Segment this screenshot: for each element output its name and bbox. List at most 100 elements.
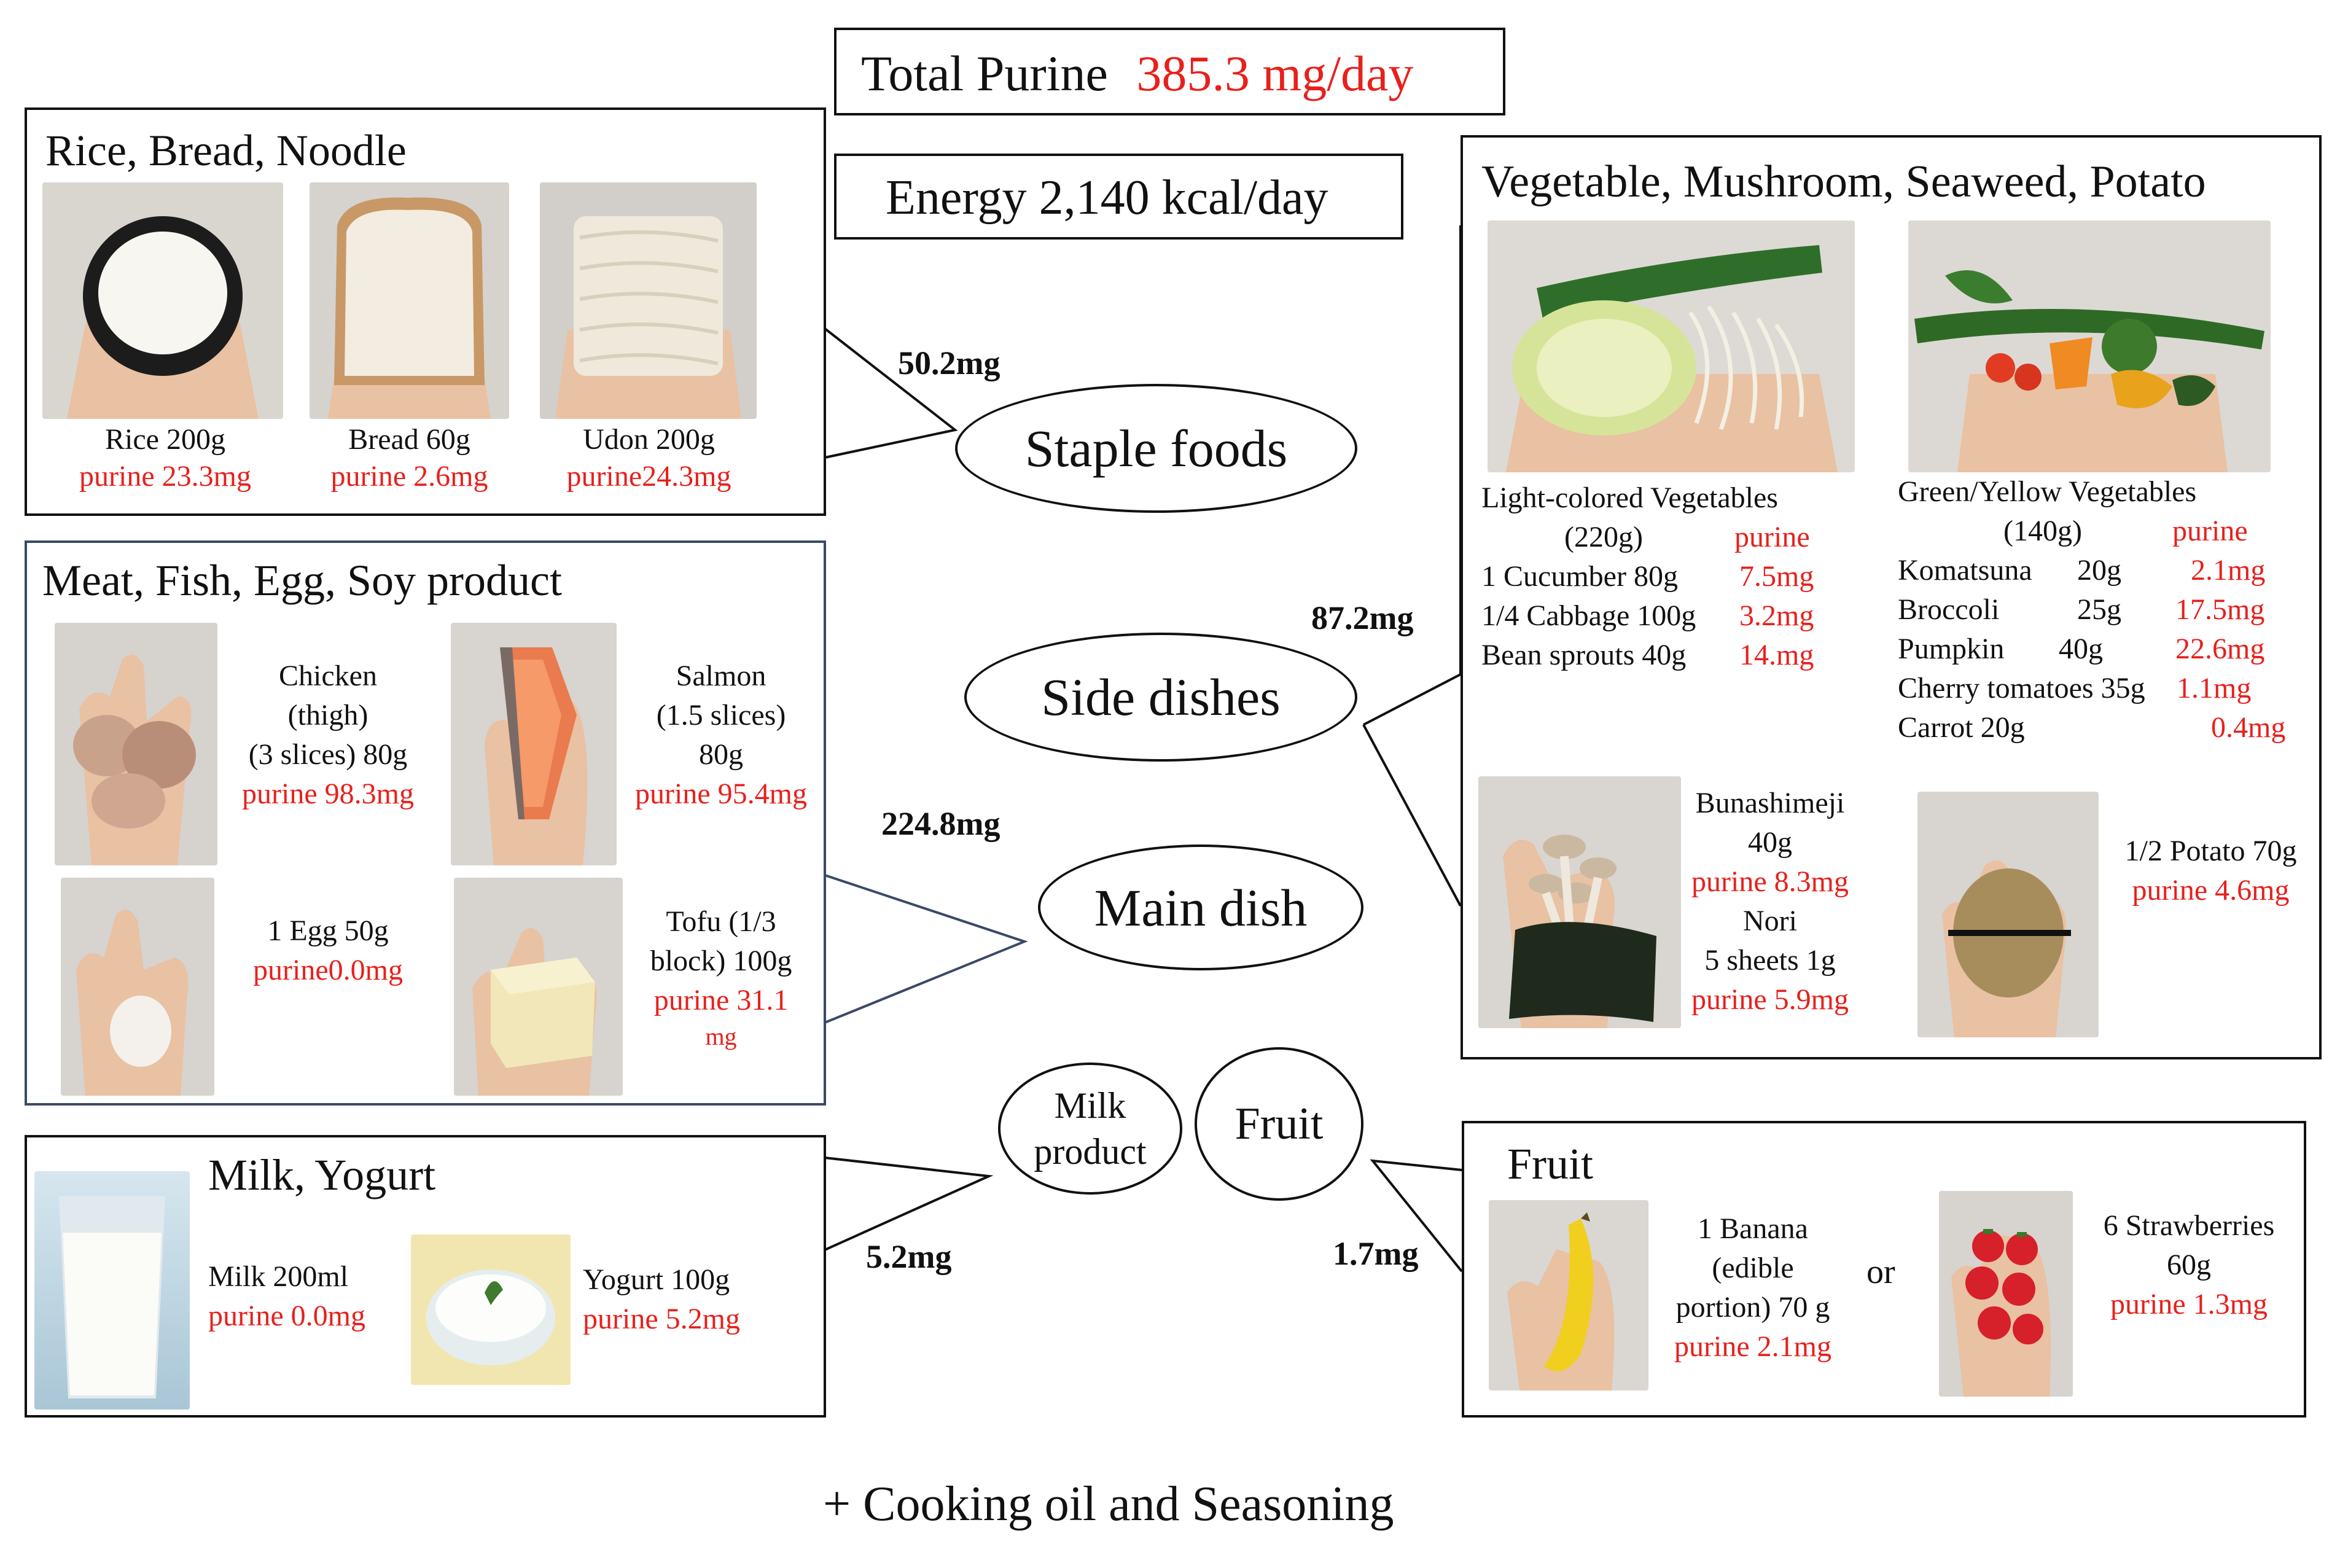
- main-dish-label: Main dish: [1094, 878, 1308, 937]
- pumpkin-purine: 22.6mg: [2175, 633, 2265, 665]
- banana-label-3: portion) 70 g: [1675, 1291, 1830, 1324]
- bread-purine: purine 2.6mg: [330, 460, 488, 493]
- milk-product-label-1: Milk: [1054, 1085, 1126, 1126]
- tofu-label-2: block) 100g: [650, 945, 792, 977]
- fruit-oval: Fruit: [1195, 1047, 1363, 1201]
- staple-box-title: Rice, Bread, Noodle: [45, 126, 407, 175]
- carrot-label: Carrot 20g: [1898, 711, 2025, 744]
- carrot-purine: 0.4mg: [2211, 711, 2286, 744]
- strawberry-photo: [1939, 1191, 2073, 1397]
- salmon-photo: [451, 623, 617, 865]
- energy-value: Energy 2,140 kcal/day: [886, 171, 1328, 225]
- milk-product-oval: Milk product: [998, 1063, 1182, 1195]
- fruit-amount: 1.7mg: [1333, 1235, 1419, 1272]
- yogurt-photo: [411, 1235, 571, 1385]
- broccoli-label: Broccoli: [1898, 593, 2000, 626]
- cooking-oil-footer: + Cooking oil and Seasoning: [823, 1477, 1394, 1531]
- cucumber-label: 1 Cucumber 80g: [1481, 560, 1678, 593]
- green-veg-title: Green/Yellow Vegetables: [1898, 475, 2197, 508]
- green-veg-purine-word: purine: [2172, 515, 2248, 547]
- egg-label: 1 Egg 50g: [267, 915, 389, 947]
- chicken-label-3: (3 slices) 80g: [248, 738, 408, 771]
- pumpkin-label: Pumpkin: [1898, 633, 2005, 665]
- milk-glass-photo: [34, 1171, 190, 1410]
- potato-photo: [1917, 792, 2099, 1037]
- main-dish-box: Meat, Fish, Egg, Soy product Chicke: [25, 540, 826, 1106]
- chicken-label-2: (thigh): [287, 699, 369, 731]
- green-yellow-vegetables-photo: [1908, 220, 2271, 472]
- cucumber-purine: 7.5mg: [1739, 560, 1814, 593]
- strawberry-purine: purine 1.3mg: [2110, 1288, 2268, 1320]
- milk-box: Milk, Yogurt Milk 200ml purine 0.0mg Yog…: [25, 1135, 826, 1418]
- or-label: or: [1866, 1253, 1895, 1291]
- light-veg-purine-word: purine: [1734, 521, 1810, 553]
- chicken-label-1: Chicken: [279, 660, 377, 692]
- fruit-box: Fruit 1 Banana (edible portion) 70 g pur…: [1462, 1121, 2306, 1418]
- total-purine-box: Total Purine 385.3 mg/day: [834, 28, 1505, 115]
- bean-sprouts-label: Bean sprouts 40g: [1481, 639, 1687, 671]
- strawberry-label-1: 6 Strawberries: [2103, 1209, 2275, 1242]
- total-purine-label: Total Purine: [861, 45, 1108, 101]
- banana-purine: purine 2.1mg: [1674, 1330, 1831, 1363]
- pumpkin-weight: 40g: [2059, 633, 2103, 665]
- connector-staple: [824, 327, 958, 459]
- udon-photo: [540, 182, 757, 419]
- vegetable-box-title: Vegetable, Mushroom, Seaweed, Potato: [1481, 157, 2206, 207]
- salmon-label-1: Salmon: [676, 660, 766, 692]
- total-purine-value: 385.3 mg/day: [1136, 45, 1414, 101]
- light-veg-title: Light-colored Vegetables: [1481, 482, 1778, 514]
- staple-foods-box: Rice, Bread, Noodle Rice 200g purine 23.…: [25, 107, 826, 516]
- main-dish-oval: Main dish: [1038, 844, 1363, 970]
- bunashimeji-label-1: Bunashimeji: [1695, 787, 1845, 819]
- banana-label-1: 1 Banana: [1698, 1212, 1808, 1245]
- staple-foods-label: Staple foods: [1024, 419, 1288, 478]
- milk-product-label-2: product: [1034, 1131, 1147, 1172]
- milk-label: Milk 200ml: [208, 1260, 349, 1293]
- milk-purine: purine 0.0mg: [208, 1300, 365, 1332]
- bread-photo: [310, 182, 509, 419]
- bunashimeji-purine: purine 8.3mg: [1691, 865, 1849, 898]
- main-amount: 224.8mg: [881, 805, 1000, 842]
- cabbage-purine: 3.2mg: [1739, 599, 1814, 632]
- cabbage-label: 1/4 Cabbage 100g: [1481, 599, 1696, 632]
- nori-label-2: 5 sheets 1g: [1704, 944, 1836, 977]
- tofu-purine-2: mg: [705, 1023, 737, 1050]
- side-amount: 87.2mg: [1311, 599, 1414, 636]
- nori-purine: purine 5.9mg: [1691, 983, 1849, 1016]
- energy-box: Energy 2,140 kcal/day: [834, 154, 1403, 240]
- salmon-purine: purine 95.4mg: [635, 778, 807, 810]
- potato-label: 1/2 Potato 70g: [2124, 835, 2297, 867]
- banana-photo: [1489, 1200, 1648, 1391]
- nori-label-1: Nori: [1743, 905, 1797, 937]
- strawberry-label-2: 60g: [2167, 1249, 2211, 1281]
- light-veg-weight: (220g): [1564, 521, 1643, 553]
- rice-label: Rice 200g: [105, 423, 225, 456]
- staple-foods-oval: Staple foods: [955, 384, 1357, 513]
- komatsuna-purine: 2.1mg: [2191, 554, 2266, 587]
- egg-purine: purine0.0mg: [253, 954, 403, 986]
- vegetable-box: Vegetable, Mushroom, Seaweed, Potato: [1461, 135, 2322, 1059]
- egg-photo: [61, 878, 214, 1096]
- tofu-photo: [454, 878, 623, 1096]
- green-veg-weight: (140g): [2003, 515, 2082, 547]
- potato-purine: purine 4.6mg: [2132, 874, 2290, 907]
- milk-amount: 5.2mg: [866, 1238, 952, 1275]
- rice-purine: purine 23.3mg: [79, 460, 251, 493]
- connector-fruit: [1370, 1159, 1463, 1273]
- udon-purine: purine24.3mg: [566, 460, 731, 493]
- salmon-label-3: 80g: [699, 738, 743, 771]
- staple-amount: 50.2mg: [898, 345, 1000, 381]
- yogurt-label: Yogurt 100g: [583, 1263, 730, 1296]
- salmon-label-2: (1.5 slices): [656, 699, 786, 731]
- cherry-tomatoes-purine: 1.1mg: [2177, 672, 2252, 704]
- yogurt-purine: purine 5.2mg: [583, 1303, 740, 1335]
- side-dishes-label: Side dishes: [1041, 668, 1281, 727]
- fruit-box-title: Fruit: [1507, 1139, 1594, 1188]
- rice-photo: [42, 182, 283, 419]
- chicken-purine: purine 98.3mg: [242, 778, 414, 810]
- tofu-purine-1: purine 31.1: [653, 984, 789, 1016]
- bean-sprouts-purine: 14.mg: [1739, 639, 1814, 671]
- connector-side: [1363, 225, 1462, 726]
- tofu-label-1: Tofu (1/3: [666, 905, 776, 938]
